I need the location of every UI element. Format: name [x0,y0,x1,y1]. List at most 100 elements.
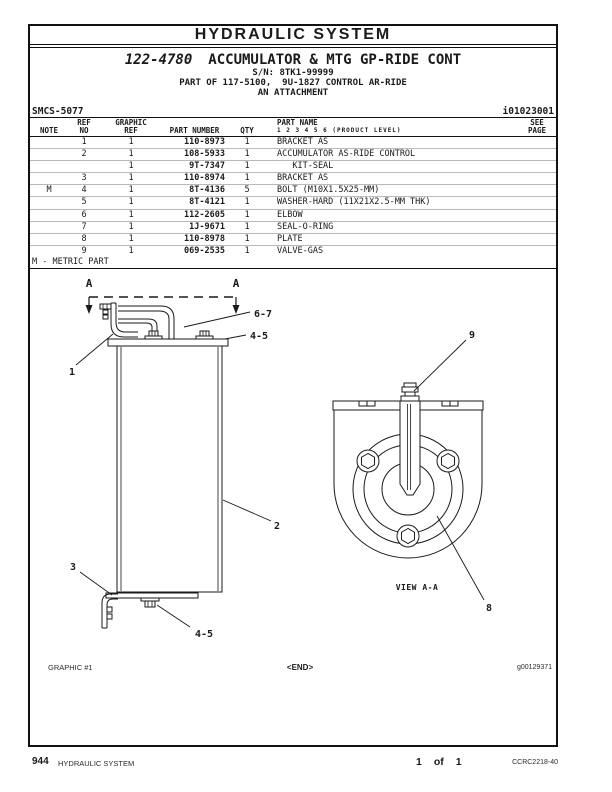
cell-part-name: VALVE-GAS [277,245,324,256]
cell-part-name: WASHER-HARD (11X21X2.5-MM THK) [277,197,431,208]
parts-table-body: 1 1 110-8973 1 BRACKET AS 2 1 108-5933 1… [30,137,556,257]
cell-graphic-ref: 1 [128,245,134,256]
cell-graphic-ref: 1 [128,209,134,220]
title-part-number: 122-4780 [124,52,193,68]
valve-stem-centerlines [407,403,411,490]
cell-qty: 1 [244,221,250,232]
plate-slot-right-a [441,400,451,407]
cell-see-page [518,197,556,208]
cell-graphic-ref: 1 [128,221,134,232]
serial-number-line: S/N: 8TK1-99999 [252,68,334,78]
cell-ref-no: 4 [81,185,87,196]
cell-part-name: ACCUMULATOR AS-RIDE CONTROL [277,149,416,160]
cell-part-name: BRACKET AS [277,173,329,184]
callout-3: 3 [70,562,76,573]
footer-folio: 1 of 1 [416,756,462,768]
cell-note [30,149,68,160]
cell-graphic-ref: 1 [128,137,134,147]
lid-bolt-left-head [148,330,159,337]
elbow-tube-inner-1 [118,318,158,339]
footer-section-title: HYDRAULIC SYSTEM [58,758,135,768]
table-row: 6 1 112-2605 1 ELBOW [30,208,556,221]
cell-part-number: 9T-7347 [189,161,225,172]
leader-4-5-bottom [156,604,191,628]
cell-part-name: ELBOW [277,209,303,220]
folio-current: 1 [416,756,422,768]
cell-qty: 1 [244,209,250,220]
cell-see-page [518,185,556,196]
banner-double-rule [30,47,556,48]
cell-qty: 1 [244,233,250,244]
bottom-bracket-bolt-1 [106,606,113,613]
graphic-id: g00129371 [516,664,553,672]
bottom-plate [105,592,199,599]
header-note: NOTE [39,126,59,135]
cell-part-number: 069-2535 [184,245,225,256]
top-bracket-outer [110,302,138,338]
valve-collar [400,395,420,402]
lid-bolt-right-head [199,330,210,337]
section-arrow-stems [88,296,237,306]
table-row: 1 9T-7347 1 KIT-SEAL [30,160,556,172]
callout-4-5-bottom: 4-5 [195,629,213,640]
clamp-bolt-nut [102,314,109,320]
cell-note [30,210,68,221]
callout-6-7: 6-7 [254,309,272,320]
callout-9: 9 [469,330,475,341]
table-row: 5 1 8T-4121 1 WASHER-HARD (11X21X2.5-MM … [30,196,556,208]
cell-ref-no: 1 [81,137,87,147]
cell-note: M [46,185,52,196]
banner-title: HYDRAULIC SYSTEM [194,26,392,43]
callout-8: 8 [486,603,492,614]
part-of-line: PART OF 117-5100, 9U-1827 CONTROL AR-RID… [179,78,407,88]
graphic-number-label: GRAPHIC #1 [48,663,93,673]
bottom-bolt-head [144,600,156,608]
smcs-row: SMCS-5077 i01023001 [30,105,556,118]
callout-4-5-top: 4-5 [250,331,268,342]
header-qty: QTY [240,126,254,135]
leader-3 [79,571,113,596]
hex-bolt-1 [361,452,375,470]
top-bracket-inner [115,302,138,333]
section-letter-left: A [86,277,93,290]
title-text: ACCUMULATOR & MTG GP-RIDE CONT [208,52,462,68]
plate-slot-left-a [358,400,368,407]
view-body-outline [333,409,483,559]
leader-1 [75,333,114,366]
cell-ref-no: 3 [81,173,87,184]
table-row: 8 1 110-8978 1 PLATE [30,232,556,245]
lid-bolt-right-facets [202,330,207,336]
cell-graphic-ref: 1 [128,149,134,160]
lid-bolt-left-facets [151,330,156,336]
cell-part-name: SEAL-O-RING [277,221,334,232]
cell-part-number: 110-8978 [184,233,225,244]
section-arrowhead-left [85,304,93,314]
bottom-bracket-inner [106,598,118,628]
cell-qty: 1 [244,137,250,147]
leader-9 [413,339,467,392]
drawing-svg: A A [69,277,492,640]
cell-ref-no: 6 [81,209,87,220]
leader-6-7 [183,311,251,328]
leader-2 [222,499,272,522]
cell-part-number: 112-2605 [184,209,225,220]
page-frame: HYDRAULIC SYSTEM 122-4780 ACCUMULATOR & M… [28,24,558,747]
cell-graphic-ref: 1 [128,197,134,208]
banner: HYDRAULIC SYSTEM [30,26,556,45]
elbow-tube-outer-1 [118,305,175,339]
cell-note [30,137,68,148]
clamp-bolt-facets [102,303,108,309]
table-row: M 4 1 8T-4136 5 BOLT (M10X1.5X25-MM) [30,184,556,196]
table-row: 3 1 110-8974 1 BRACKET AS [30,172,556,184]
section-arrowhead-right [232,304,240,314]
accumulator-lid [107,338,229,347]
cell-see-page [518,246,556,257]
folio-total: 1 [455,756,462,768]
cell-see-page [518,173,556,184]
cell-note [30,234,68,245]
graphic-caption-row: GRAPHIC #1 <END> g00129371 [30,662,556,674]
